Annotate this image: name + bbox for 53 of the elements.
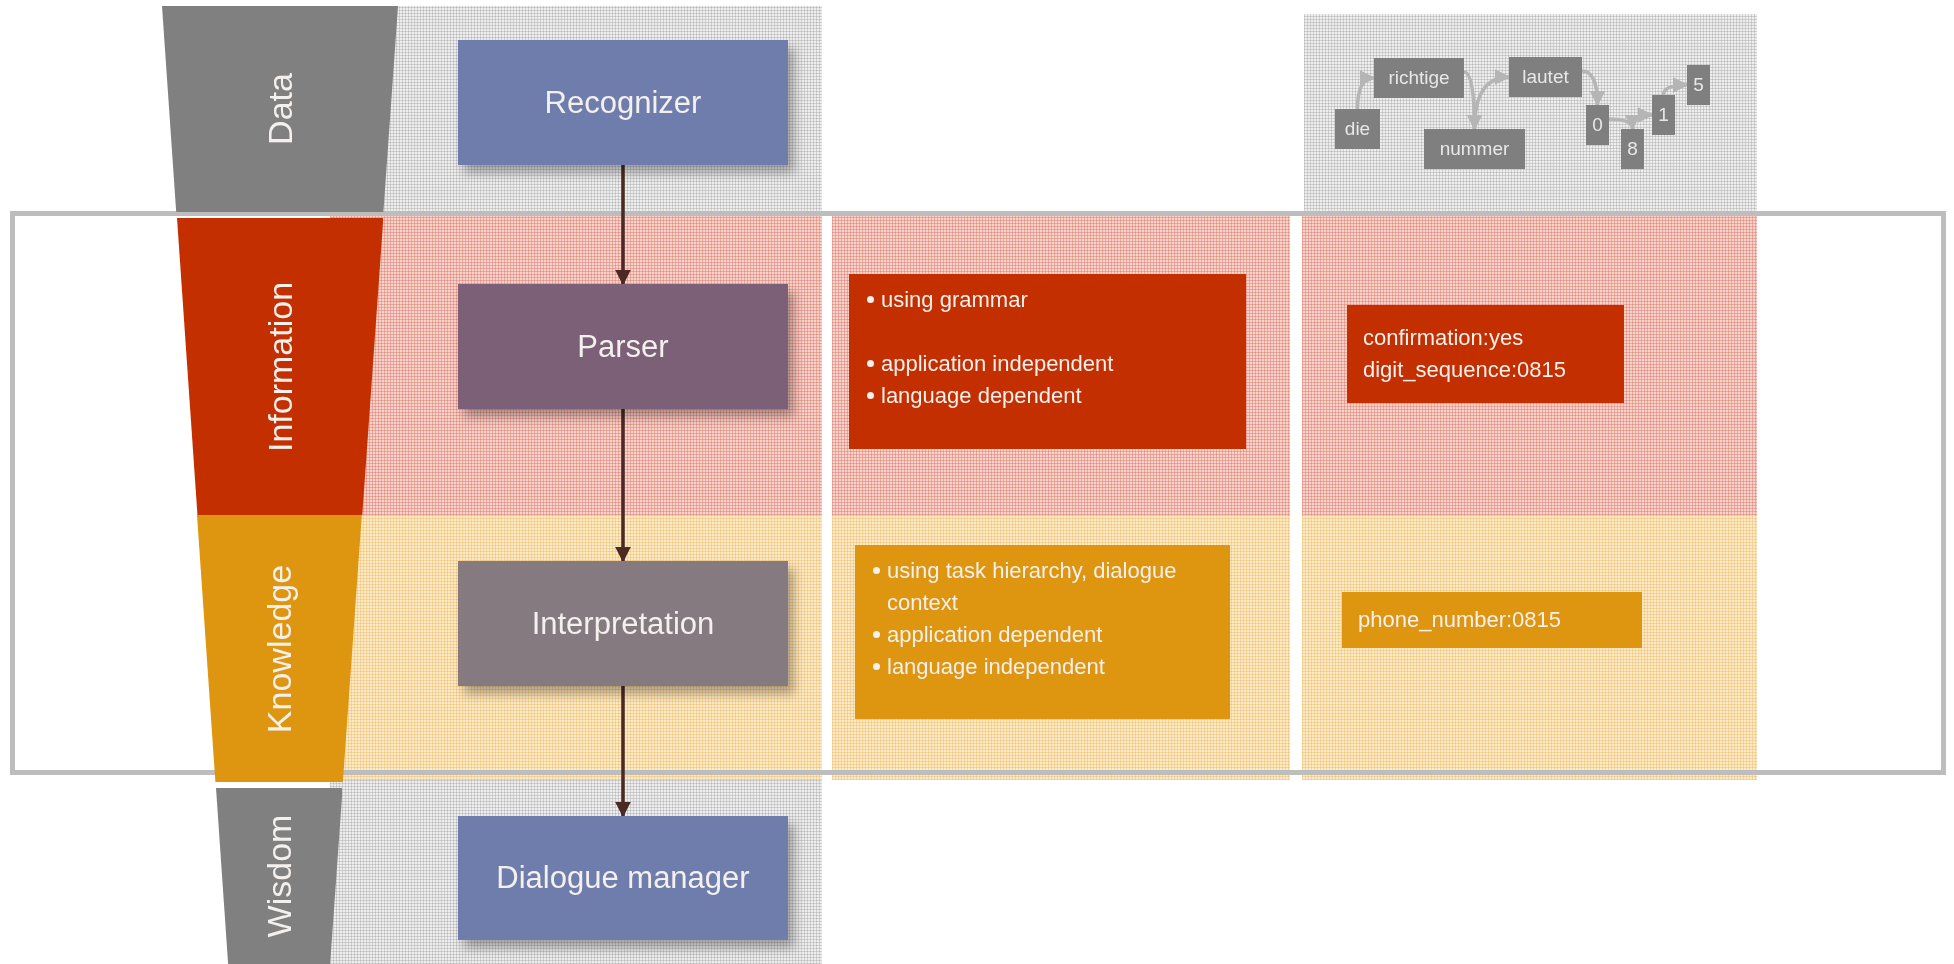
word-box (1335, 109, 1380, 149)
result-text: phone_number:0815 (1358, 606, 1563, 635)
box-label: die (1344, 118, 1371, 140)
result-text: confirmation:yes (1363, 324, 1525, 353)
box-label: 1 (1658, 104, 1669, 126)
band-label: Data (260, 73, 300, 145)
box-label: nummer (1439, 138, 1510, 160)
word-box (1374, 58, 1464, 98)
note-box (849, 274, 1246, 449)
box-label: Interpretation (531, 605, 715, 642)
word-box (1586, 105, 1609, 145)
bullet-text: language independent (871, 650, 1214, 683)
box-label: 5 (1693, 74, 1704, 96)
band-label: Information (260, 281, 300, 452)
box-label: richtige (1388, 67, 1450, 89)
bullet-text: using grammar (865, 284, 1230, 316)
funnel-band (176, 218, 383, 515)
box-label: Parser (577, 328, 669, 365)
arrow (1661, 77, 1689, 96)
result-box (1347, 305, 1624, 403)
arrow (615, 165, 631, 286)
funnel-band (162, 6, 398, 212)
process-box (458, 561, 788, 686)
arrow (1630, 107, 1654, 130)
arrow (615, 409, 631, 563)
bullet-text: application dependent (871, 618, 1214, 651)
process-box (458, 284, 788, 409)
box-label: 0 (1592, 114, 1603, 136)
process-box (458, 40, 788, 165)
arrow (615, 686, 631, 818)
word-box (1652, 95, 1675, 135)
band-label: Wisdom (259, 814, 299, 938)
funnel-band (197, 515, 362, 782)
box-label: lautet (1522, 66, 1569, 88)
box-label: Dialogue manager (496, 860, 750, 896)
arrow (1608, 114, 1639, 131)
word-box (1687, 65, 1710, 105)
box-label: Recognizer (544, 84, 702, 121)
arrow (1472, 70, 1511, 130)
bullet-text: application independent (865, 347, 1230, 380)
bullet-text: language dependent (865, 379, 1230, 412)
note-box (855, 545, 1230, 719)
funnel-band (215, 788, 343, 964)
process-box (458, 816, 788, 940)
result-text: digit_sequence:0815 (1363, 356, 1568, 384)
result-box (1342, 592, 1642, 648)
band-label: Knowledge (259, 564, 299, 733)
box-label: 8 (1627, 138, 1638, 160)
word-box (1621, 129, 1644, 169)
word-box (1509, 57, 1582, 97)
word-box (1424, 129, 1525, 169)
arrow (1581, 69, 1606, 107)
arrow (1355, 71, 1376, 110)
